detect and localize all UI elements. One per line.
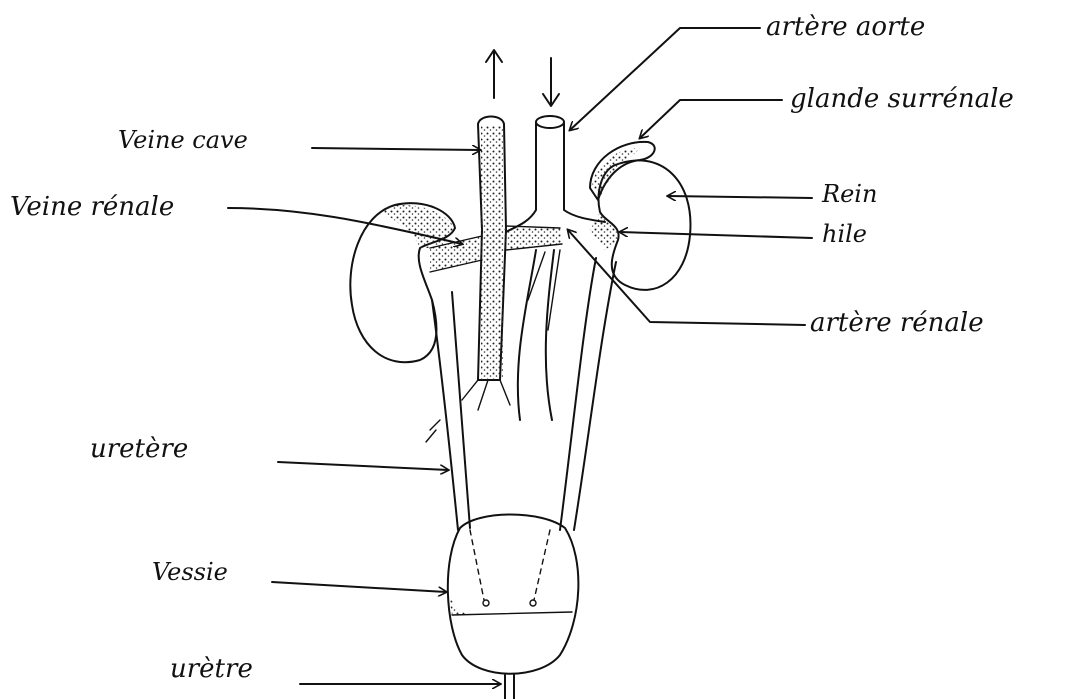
vena-cava	[430, 117, 562, 411]
label-uretre: urètre	[170, 656, 253, 682]
ureters	[426, 258, 616, 530]
urethra	[505, 675, 514, 699]
label-uretere: uretère	[90, 436, 188, 462]
bladder	[448, 515, 579, 674]
label-veine-cave: Veine cave	[118, 128, 248, 152]
label-hile: hile	[822, 222, 867, 246]
label-artere-aorte: artère aorte	[766, 14, 925, 40]
label-glande-surrenale: glande surrénale	[790, 86, 1014, 112]
label-veine-renale: Veine rénale	[10, 194, 174, 220]
adrenal-gland	[590, 142, 655, 200]
flow-arrows	[486, 50, 559, 106]
aorta	[506, 116, 605, 420]
label-vessie: Vessie	[152, 560, 228, 584]
left-kidney	[350, 203, 455, 362]
label-rein: Rein	[822, 182, 877, 206]
label-artere-renale: artère rénale	[810, 310, 984, 336]
